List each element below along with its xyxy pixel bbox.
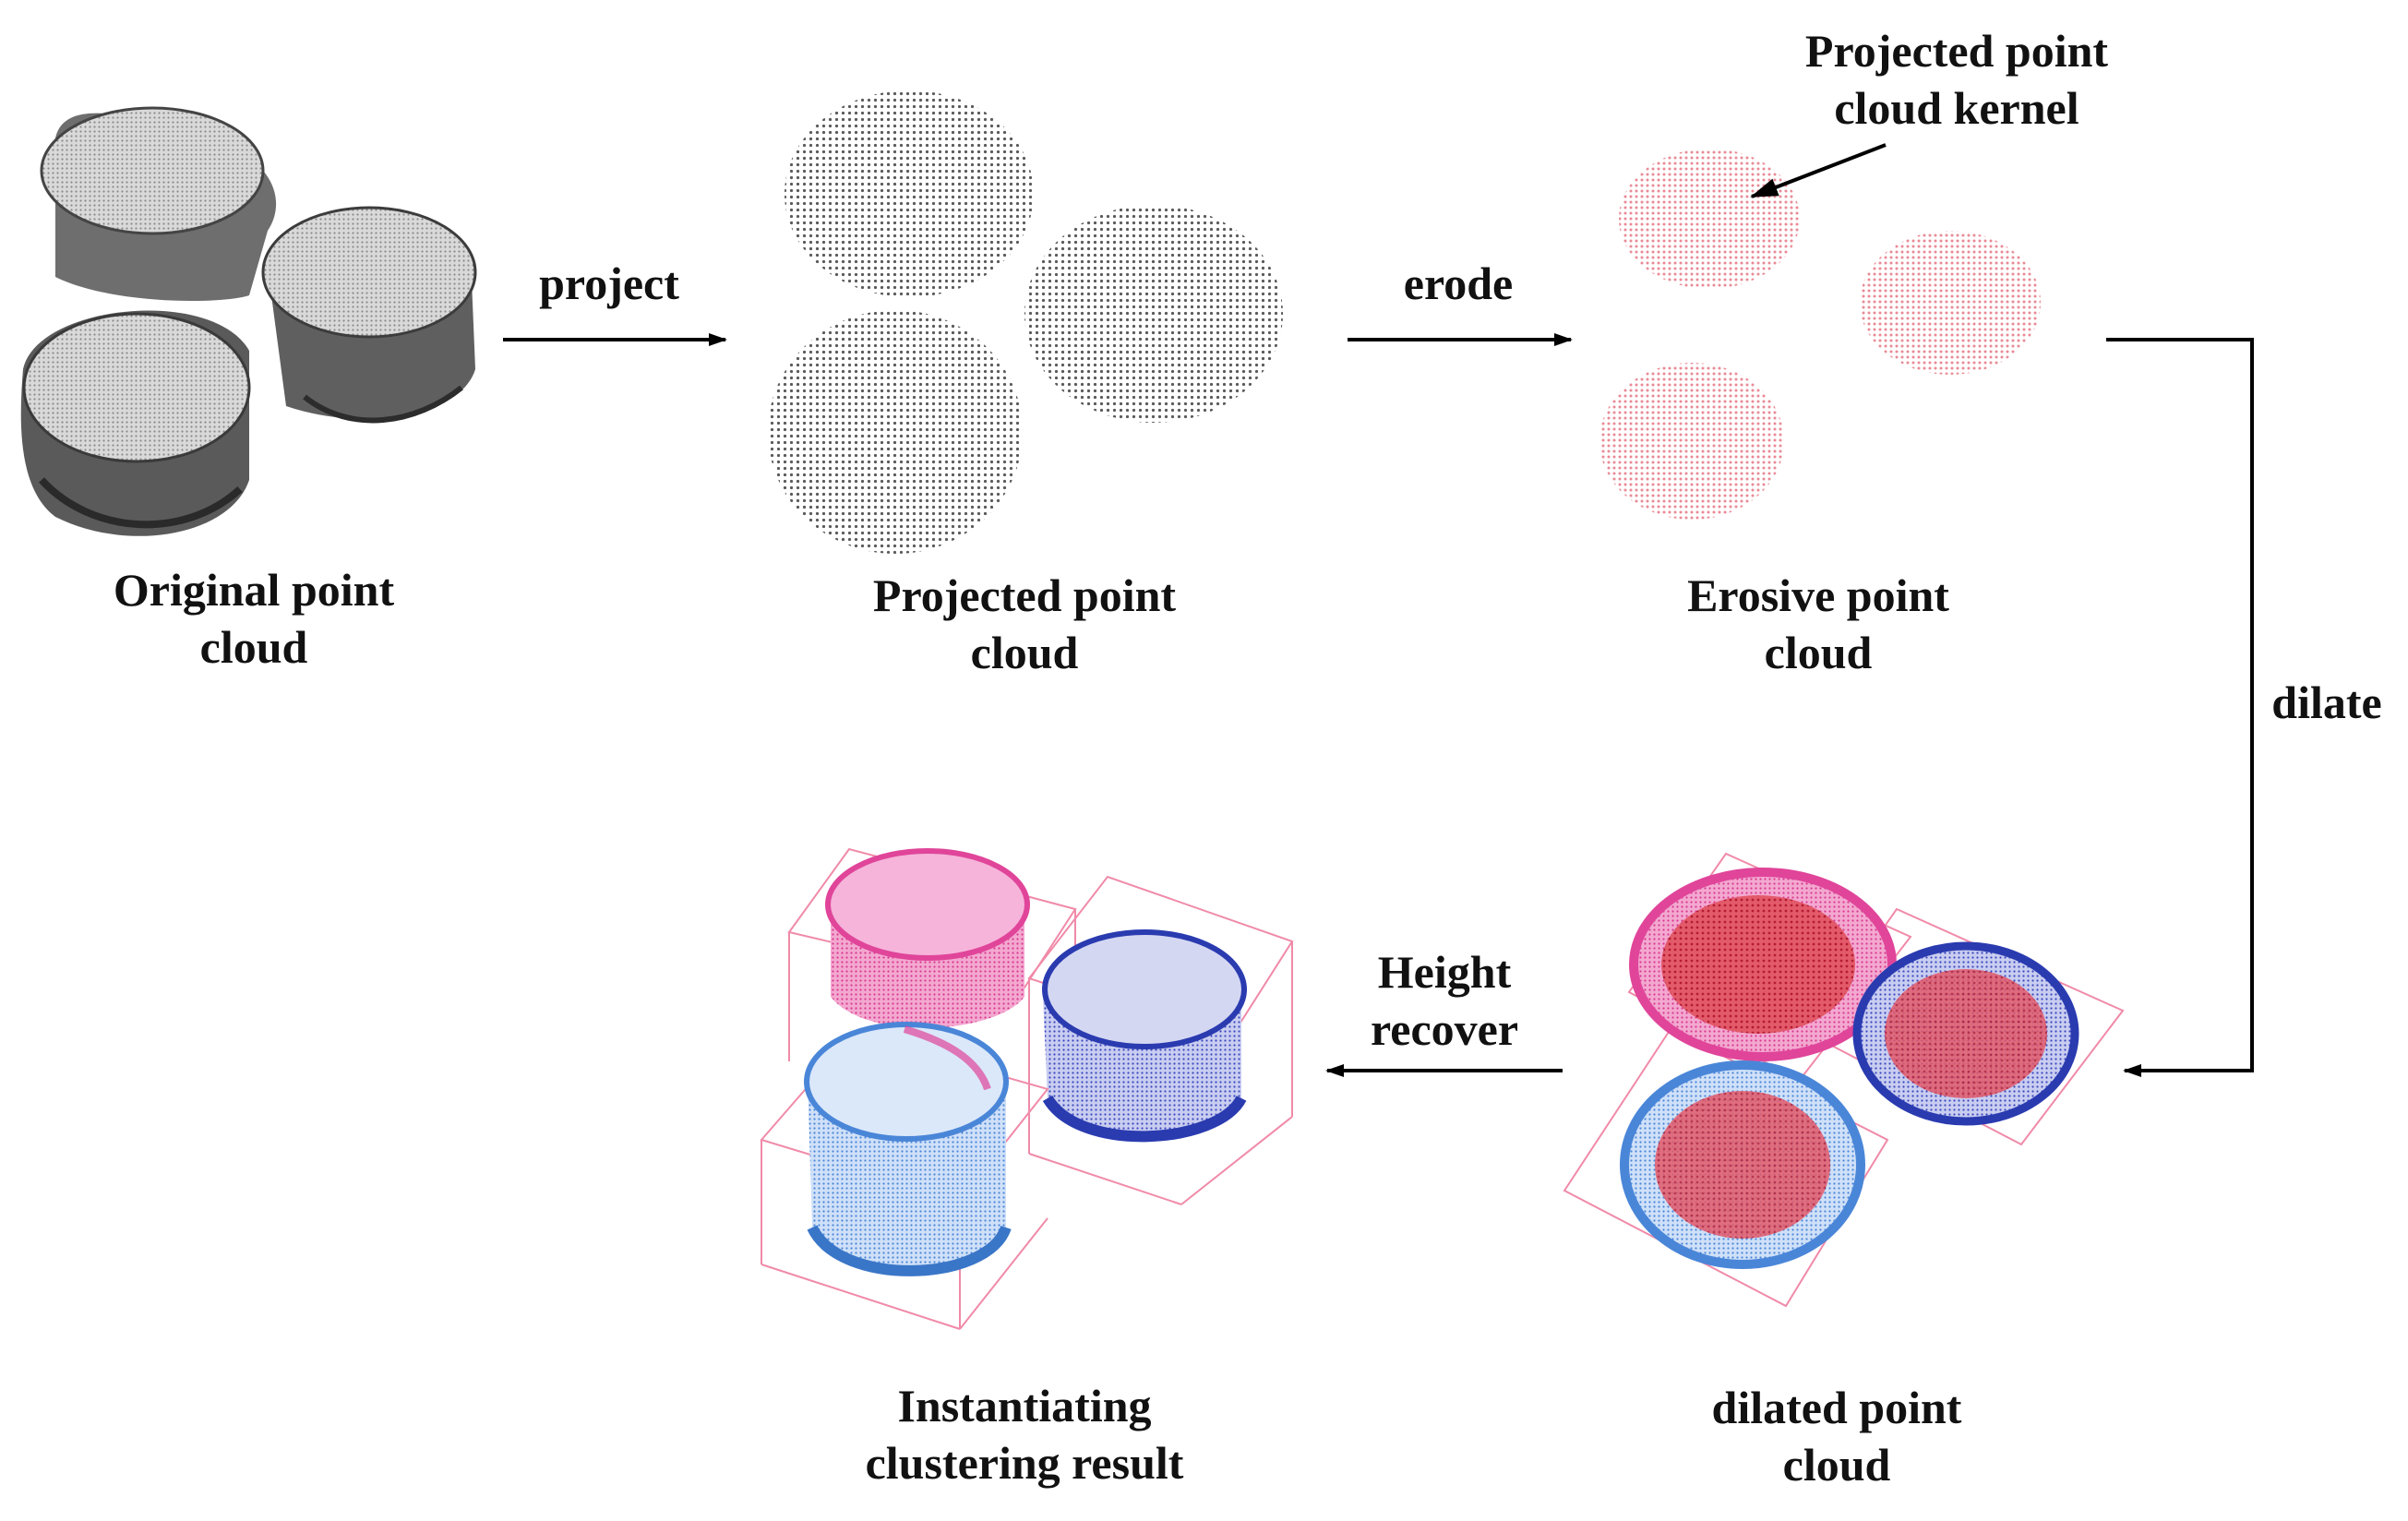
original-point-cloud-label: Original point cloud bbox=[113, 564, 395, 673]
original-point-cloud-graphic bbox=[20, 106, 477, 536]
dilated-point-cloud-graphic bbox=[1563, 852, 2125, 1308]
erode-operation-label: erode bbox=[1403, 257, 1514, 309]
dilated-point-cloud-label: dilated point cloud bbox=[1711, 1382, 1962, 1491]
height-recover-operation-label: Height recover bbox=[1370, 946, 1519, 1055]
dilate-operation-label: dilate bbox=[2271, 677, 2382, 728]
instantiating-clustering-result-graphic bbox=[760, 847, 1294, 1330]
erosive-point-cloud-label: Erosive point cloud bbox=[1687, 569, 1949, 678]
dilate-arrow bbox=[2106, 338, 2254, 1077]
projected-point-cloud-label: Projected point cloud bbox=[872, 569, 1177, 678]
project-operation-label: project bbox=[539, 257, 679, 309]
projected-point-cloud-graphic bbox=[768, 90, 1283, 554]
erosive-point-cloud-graphic bbox=[1599, 149, 2041, 520]
projected-point-cloud-kernel-label: Projected point cloud kernel bbox=[1804, 25, 2109, 134]
instantiating-clustering-result-label: Instantiating clustering result bbox=[865, 1380, 1184, 1489]
kernel-pointer-arrow bbox=[1750, 143, 1887, 198]
